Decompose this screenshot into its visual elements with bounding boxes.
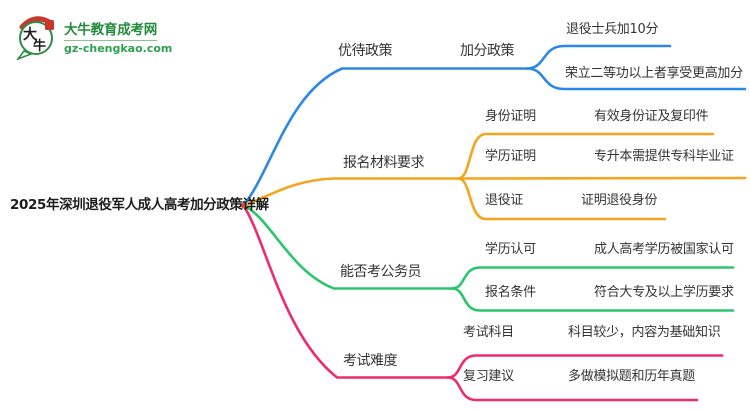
leaf-second-class-merit: 荣立二等功以上者享受更高加分 <box>565 66 743 81</box>
node-review-advice-line <box>446 376 699 402</box>
branch-civil-servant-label: 能否考公务员 <box>340 264 422 280</box>
branch-application-materials-label: 报名材料要求 <box>343 155 425 171</box>
branch-exam-difficulty-label: 考试难度 <box>343 353 398 369</box>
node-education-proof-line <box>456 176 747 180</box>
logo-site-name: 大牛教育成考网 <box>64 22 158 38</box>
site-logo: 大 牛 大牛教育成考网 gz-chengkao.com <box>14 12 172 60</box>
logo-icon-char-1: 大 <box>23 26 37 43</box>
node-exam-subjects-line <box>446 354 724 379</box>
node-degree-recognition-desc: 成人高考学历被国家认可 <box>594 242 734 257</box>
node-review-advice-desc: 多做模拟题和历年真题 <box>568 369 696 384</box>
leaf-second-class-merit-line <box>525 67 747 91</box>
leaf-veteran-plus-10-line <box>525 44 672 70</box>
branch-preferential-policy-line <box>242 67 529 207</box>
node-application-requirements-label: 报名条件 <box>485 285 536 300</box>
node-discharge-cert-label: 退役证 <box>485 193 524 208</box>
node-identity-proof-line <box>456 132 715 180</box>
node-bonus-policy-label: 加分政策 <box>460 43 515 59</box>
node-degree-recognition-label: 学历认可 <box>485 242 536 257</box>
logo-seal <box>45 20 54 30</box>
root-topic: 2025年深圳退役军人成人高考加分政策详解 <box>10 197 269 213</box>
logo-icon-char-2: 牛 <box>33 38 46 54</box>
node-identity-proof-label: 身份证明 <box>485 109 536 124</box>
node-degree-recognition-line <box>450 266 735 290</box>
node-education-proof-desc: 专升本需提供专科毕业证 <box>594 149 734 164</box>
node-application-requirements-desc: 符合大专及以上学历要求 <box>594 285 734 300</box>
node-identity-proof-desc: 有效身份证及复印件 <box>594 109 709 124</box>
leaf-veteran-plus-10: 退役士兵加10分 <box>566 22 659 37</box>
root-junction-dot <box>240 202 247 209</box>
logo-domain: gz-chengkao.com <box>64 42 173 55</box>
logo-text-block: 大牛教育成考网 gz-chengkao.com <box>64 18 172 55</box>
node-education-proof-label: 学历证明 <box>485 149 536 164</box>
node-discharge-cert-line <box>456 177 667 221</box>
logo-bubble-circle <box>19 21 53 55</box>
daniu-logo-icon: 大 牛 <box>16 16 54 60</box>
node-review-advice-label: 复习建议 <box>463 369 514 384</box>
branch-application-materials-line <box>242 177 460 207</box>
branch-civil-servant-line <box>242 204 454 290</box>
branch-exam-difficulty-line <box>242 204 450 379</box>
branch-preferential-policy-label: 优待政策 <box>338 43 393 59</box>
node-application-requirements-line <box>450 287 735 312</box>
logo-divider <box>64 40 157 41</box>
node-exam-subjects-label: 考试科目 <box>463 325 514 340</box>
node-exam-subjects-desc: 科目较少，内容为基础知识 <box>568 325 721 340</box>
logo-bubble-tail <box>16 50 34 60</box>
node-discharge-cert-desc: 证明退役身份 <box>581 193 658 208</box>
